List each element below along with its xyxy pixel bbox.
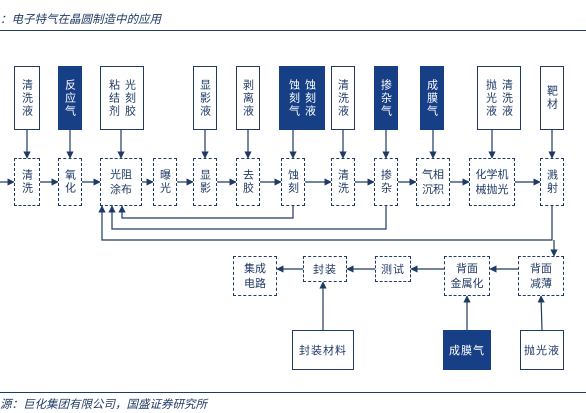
process-step-p-yh: 氧化 — [58, 158, 82, 206]
box-label: 沉积 — [422, 183, 444, 196]
box-label: 曝光 — [158, 169, 172, 195]
process-step-p-gztb: 光阻涂布 — [100, 158, 142, 206]
box-label: 集成 — [244, 262, 266, 275]
box-label: 气相 — [422, 168, 444, 181]
box-label: 成膜气 — [425, 78, 439, 118]
source-divider — [0, 392, 586, 393]
material-m-gkj: 光刻胶粘结剂 — [100, 66, 144, 130]
process-step-p-qxcj: 气相沉积 — [416, 158, 450, 206]
box-label: 金属化 — [450, 277, 484, 290]
box-label: 清洗 — [336, 169, 350, 195]
process-step-p-sk: 蚀刻 — [281, 158, 305, 206]
box-label: 清洗液 — [500, 78, 514, 118]
box-label: 涂布 — [110, 183, 132, 196]
box-label: 减薄 — [530, 277, 552, 290]
process-step-p-qx1: 清洗 — [14, 158, 40, 206]
box-label: 封装 — [313, 262, 337, 276]
process-step-p-xy: 显影 — [193, 158, 217, 206]
box-label: 显影 — [198, 169, 212, 195]
box-label: 清洗液 — [336, 78, 350, 118]
process-step-p-pg: 曝光 — [153, 158, 177, 206]
box-label: 电路 — [244, 277, 266, 290]
box-label: 清洗液 — [20, 78, 34, 118]
box-label: 氧化 — [63, 169, 77, 195]
box-label: 溅射 — [545, 169, 559, 195]
process-step-p-qj: 去胶 — [236, 158, 260, 206]
material-m-bc: 靶材 — [540, 66, 564, 130]
loop-sputter-to-coating — [98, 205, 553, 241]
material-m-xyy: 显影液 — [193, 66, 217, 130]
backend-step-b-fz: 封装 — [303, 256, 347, 282]
figure-title: ：电子特气在晶圆制造中的应用 — [0, 12, 161, 26]
material-m-czq: 掺杂气 — [374, 66, 398, 130]
connector-polish-to-thinning — [537, 295, 545, 331]
box-label: 去胶 — [241, 169, 255, 195]
box-label: 背面 — [530, 262, 552, 275]
backend-step-b-cs: 测试 — [375, 256, 411, 282]
box-label: 靶材 — [545, 85, 559, 111]
box-label: 蚀刻气 — [287, 78, 301, 118]
material-m-pgy: 清洗液抛光液 — [477, 66, 521, 130]
box-label: 械抛光 — [475, 183, 509, 196]
title-divider — [0, 30, 586, 31]
backend-step-b-bmjsh: 背面金属化 — [444, 256, 490, 296]
box-label: 显影液 — [198, 78, 212, 118]
material-m-qxy1: 清洗液 — [14, 66, 40, 130]
box-label: 抛光液 — [484, 78, 498, 118]
process-step-p-hxpg: 化学机械抛光 — [469, 158, 515, 206]
box-label: 蚀刻液 — [303, 78, 317, 118]
backend-step-b-bmjb: 背面减薄 — [518, 256, 564, 296]
backend-step-b-jcdl: 集成电路 — [233, 256, 277, 296]
material-m-blj: 剥离液 — [236, 66, 260, 130]
box-label: 化学机 — [475, 168, 509, 181]
box-label: 清洗 — [20, 169, 34, 195]
loop-doping-to-coating — [108, 205, 387, 230]
box-label: 蚀刻 — [286, 169, 300, 195]
box-label: 反应气 — [63, 78, 77, 118]
material-m-qxy2: 清洗液 — [331, 66, 355, 130]
source-note: 源：巨化集团有限公司，国盛证券研究所 — [0, 397, 207, 411]
material-bm-cmq: 成膜气 — [443, 330, 491, 370]
material-m-cmq: 成膜气 — [420, 66, 444, 130]
box-label: 光刻胶 — [123, 78, 137, 118]
box-label: 粘结剂 — [107, 78, 121, 118]
process-step-p-qx2: 清洗 — [331, 158, 355, 206]
process-step-p-cz: 掺杂 — [374, 158, 398, 206]
loop-etch-to-coating — [118, 205, 294, 219]
box-label: 背面 — [456, 262, 478, 275]
box-label: 成膜气 — [449, 343, 485, 357]
box-label: 掺杂气 — [379, 78, 393, 118]
box-label: 光阻 — [110, 168, 132, 181]
box-label: 抛光液 — [524, 343, 560, 357]
material-m-skj: 蚀刻液蚀刻气 — [279, 66, 325, 130]
box-label: 封装材料 — [299, 343, 347, 357]
process-step-p-js: 溅射 — [540, 158, 564, 206]
material-bm-fzcl: 封装材料 — [292, 330, 354, 370]
box-label: 测试 — [381, 262, 405, 276]
material-bm-pgy: 抛光液 — [520, 330, 564, 370]
material-m-fyq: 反应气 — [58, 66, 82, 130]
box-label: 剥离液 — [241, 78, 255, 118]
box-label: 掺杂 — [379, 169, 393, 195]
